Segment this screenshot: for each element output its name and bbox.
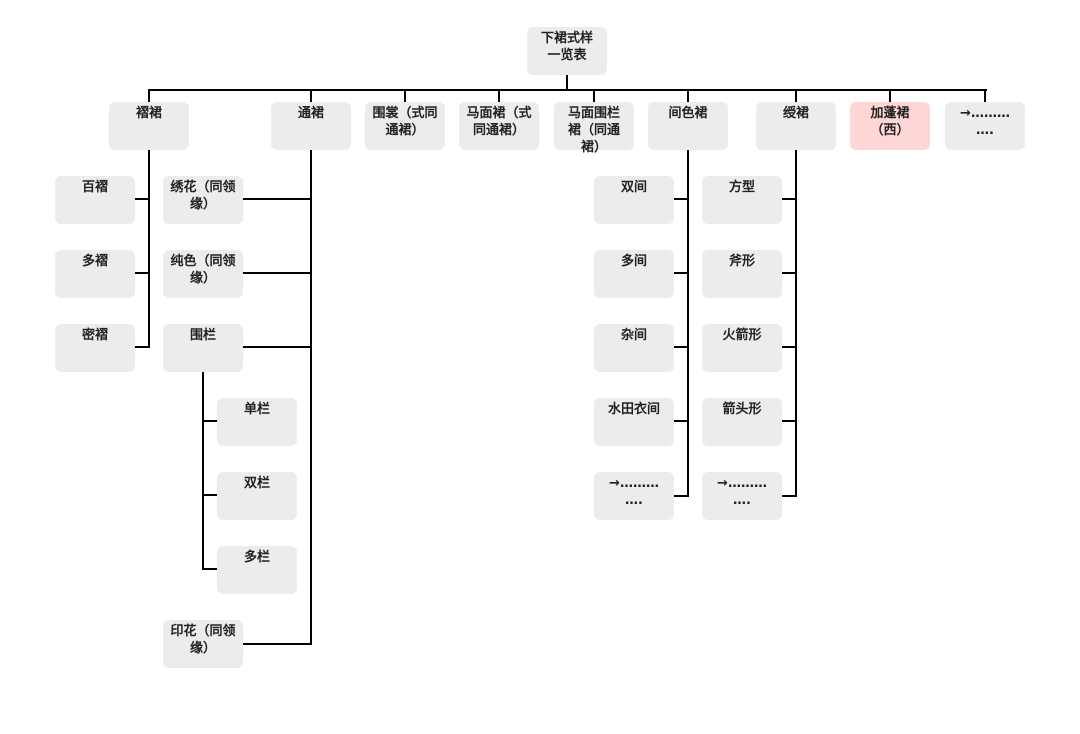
- category-bus: [148, 89, 987, 91]
- branch-yinhua: [242, 643, 312, 645]
- branch-shouqun-more: [781, 495, 797, 497]
- node-jiantou: 箭头形: [702, 398, 782, 446]
- jianse-trunk: [687, 150, 689, 497]
- root-node: 下裙式样 一览表: [527, 27, 607, 75]
- branch-fuxing: [781, 272, 797, 274]
- branch-mizhe: [134, 346, 150, 348]
- zhequn-trunk: [148, 150, 150, 348]
- node-fuxing: 斧形: [702, 250, 782, 298]
- category-mamianweilan: 马面围栏 裙（同通 裙）: [554, 102, 634, 155]
- branch-huojian: [781, 346, 797, 348]
- branch-chunse: [242, 272, 312, 274]
- node-baizhe: 百褶: [55, 176, 135, 224]
- drop-shouqun: [795, 89, 797, 102]
- node-danlan: 单栏: [217, 398, 297, 446]
- node-shuanglan: 双栏: [217, 472, 297, 520]
- category-jiapengqun: 加蓬裙 （西）: [850, 102, 930, 150]
- drop-tongqun: [310, 89, 312, 102]
- drop-more: [984, 89, 986, 102]
- branch-duolan: [202, 568, 218, 570]
- branch-zajian: [673, 346, 689, 348]
- branch-jianse-more: [673, 495, 689, 497]
- node-yinhua: 印花（同领 缘）: [163, 620, 243, 668]
- drop-weishang: [404, 89, 406, 102]
- category-jianse: 间色裙: [648, 102, 728, 150]
- category-weishang: 围裳（式同 通裙）: [365, 102, 445, 150]
- node-chunse: 纯色（同领 缘）: [163, 250, 243, 298]
- node-shuangjian: 双间: [594, 176, 674, 224]
- category-shouqun: 绶裙: [756, 102, 836, 150]
- drop-jianse: [687, 89, 689, 102]
- node-xiuhua: 绣花（同领 缘）: [163, 176, 243, 224]
- branch-duozhe: [134, 272, 150, 274]
- category-mamianqun: 马面裙（式 同通裙）: [459, 102, 539, 150]
- branch-shuitian: [673, 420, 689, 422]
- branch-danlan: [202, 420, 218, 422]
- node-shuitian: 水田衣间: [594, 398, 674, 446]
- branch-weilan: [242, 346, 312, 348]
- node-zajian: 杂间: [594, 324, 674, 372]
- node-fangxing: 方型: [702, 176, 782, 224]
- branch-baizhe: [134, 198, 150, 200]
- drop-jiapengqun: [889, 89, 891, 102]
- branch-xiuhua: [242, 198, 312, 200]
- category-tongqun: 通裙: [271, 102, 351, 150]
- node-shouqun-more: →……… ….: [702, 472, 782, 520]
- drop-mamianweilan: [593, 89, 595, 102]
- root-stem: [566, 75, 568, 90]
- shouqun-trunk: [795, 150, 797, 497]
- branch-fangxing: [781, 198, 797, 200]
- weilan-trunk: [202, 372, 204, 570]
- branch-duojian: [673, 272, 689, 274]
- node-huojian: 火箭形: [702, 324, 782, 372]
- drop-mamianqun: [498, 89, 500, 102]
- node-mizhe: 密褶: [55, 324, 135, 372]
- tongqun-trunk: [310, 150, 312, 645]
- node-weilan: 围栏: [163, 324, 243, 372]
- drop-zhequn: [148, 89, 150, 102]
- branch-jiantou: [781, 420, 797, 422]
- node-jianse-more: →……… ….: [594, 472, 674, 520]
- category-zhequn: 褶裙: [109, 102, 189, 150]
- node-duolan: 多栏: [217, 546, 297, 594]
- category-more: →……… ….: [945, 102, 1025, 150]
- branch-shuanglan: [202, 494, 218, 496]
- node-duozhe: 多褶: [55, 250, 135, 298]
- branch-shuangjian: [673, 198, 689, 200]
- node-duojian: 多间: [594, 250, 674, 298]
